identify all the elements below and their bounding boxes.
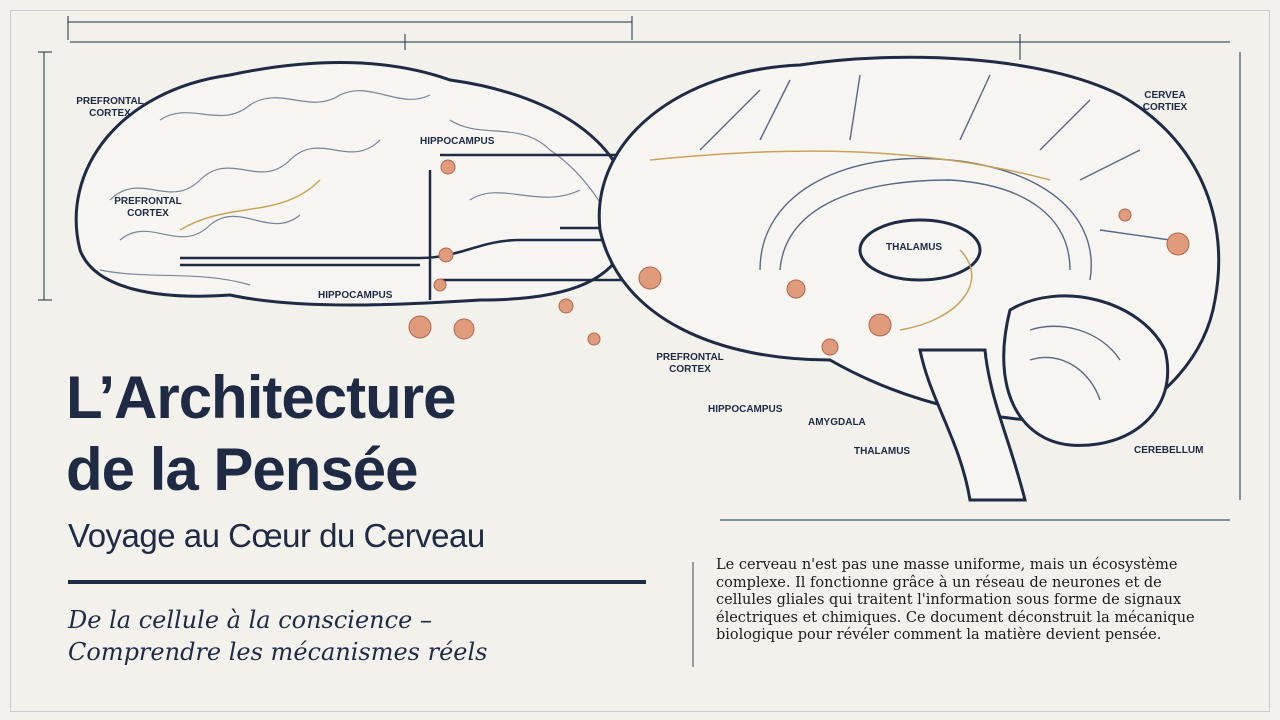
quote-bar — [692, 562, 694, 667]
tagline-line-2: Comprendre les mécanismes réels — [68, 638, 488, 666]
page-frame — [10, 10, 1270, 712]
label-thalamus: THALAMUS — [886, 242, 943, 253]
page-title: L’Architecture de la Pensée — [66, 362, 456, 506]
thalamus-shape — [858, 218, 982, 282]
label-prefrontal-cortex: PREFRONTAL CORTEX — [76, 96, 144, 119]
right-brain — [597, 55, 1221, 502]
left-brain — [74, 61, 633, 307]
intro-paragraph: Le cerveau n'est pas une masse uniforme,… — [716, 557, 1195, 643]
label-hippocampus: HIPPOCAMPUS — [318, 290, 393, 301]
title-line-2: de la Pensée — [66, 436, 419, 503]
cerebellum-shape — [1002, 294, 1170, 447]
tagline-line-1: De la cellule à la conscience – — [68, 606, 432, 634]
label-hippocampus: HIPPOCAMPUS — [420, 136, 495, 147]
label-cervea-cortiex: CERVEA CORTIEX — [1142, 90, 1188, 113]
brainstem-shape — [918, 348, 1027, 502]
label-cerebellum: CEREBELLUM — [1134, 445, 1204, 456]
subtitle: Voyage au Cœur du Cerveau — [68, 517, 485, 554]
label-hippocampus: HIPPOCAMPUS — [708, 404, 783, 415]
label-thalamus: THALAMUS — [854, 446, 911, 457]
divider — [68, 580, 646, 584]
title-line-1: L’Architecture — [66, 364, 456, 431]
label-prefrontal-cortex: PREFRONTAL CORTEX — [114, 196, 182, 219]
tagline: De la cellule à la conscience – Comprend… — [68, 604, 488, 668]
label-prefrontal-cortex: PREFRONTAL CORTEX — [656, 352, 724, 375]
label-amygdala: AMYGDALA — [808, 417, 866, 428]
